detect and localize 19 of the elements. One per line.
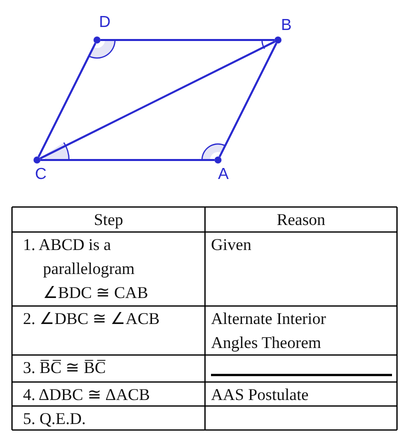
- parallelogram-side: [38, 42, 96, 158]
- vertex-label: B: [281, 17, 292, 35]
- proof-reason: AAS Postulate: [210, 384, 310, 406]
- parallelogram-side: [40, 40, 276, 160]
- proof-step: 5. Q.E.D.: [13, 407, 204, 431]
- proof-reason: Alternate Interior Angles Theorem: [210, 308, 327, 354]
- proof-step: 3. B̅C̅ ≅ B̅C̅: [13, 356, 204, 380]
- parallelogram-side: [100, 39, 274, 41]
- vertex-label: A: [218, 166, 229, 184]
- proof-reason: Given: [210, 234, 252, 256]
- proof-step: 1. ABCD is a parallelogram ∠BDC ≅ CAB: [13, 233, 204, 305]
- parallelogram-side: [218, 42, 278, 158]
- column-header: Reason: [276, 209, 326, 231]
- vertex-label: D: [99, 14, 111, 32]
- vertex-label: C: [35, 166, 47, 184]
- proof-step: 2. ∠DBC ≅ ∠ACB: [13, 307, 204, 331]
- column-header: Step: [92, 209, 124, 231]
- parallelogram-side: [40, 159, 214, 161]
- proof-step: 4. ΔDBC ≅ ΔACB: [13, 383, 204, 407]
